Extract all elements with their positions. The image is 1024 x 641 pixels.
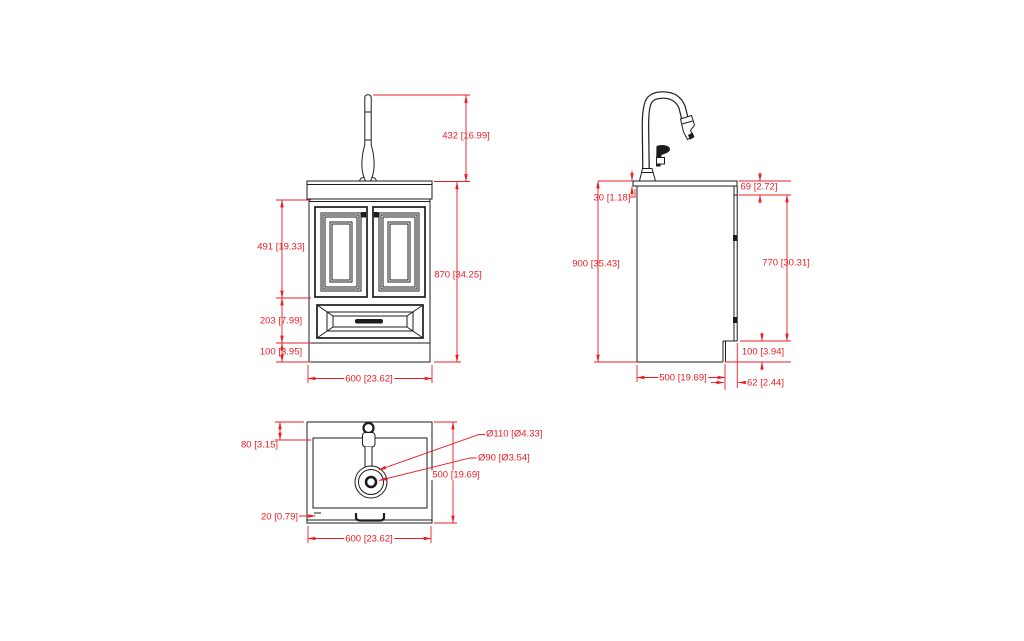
dim-top-hole-outer: Ø110 [Ø4.33]: [486, 428, 543, 440]
front-view-drawing: [306, 94, 433, 363]
dim-front-faucet-height: 432 [16.99]: [442, 130, 490, 142]
dim-front-drawer-height: 203 [7.99]: [259, 315, 303, 327]
drawer-handle: [355, 319, 383, 324]
faucet-side: [638, 91, 696, 182]
side-view-drawing: [632, 91, 738, 363]
drain: [364, 475, 378, 489]
dim-side-toe-kick-depth: 62 [2.44]: [747, 376, 784, 388]
top-view-drawing: [306, 421, 433, 524]
right-door: [372, 206, 426, 298]
dim-side-top-rail: 69 [2.72]: [739, 180, 779, 192]
lower-hinge: [733, 317, 738, 323]
faucet-front: [359, 94, 377, 182]
dim-side-total-height: 900 [35.43]: [572, 258, 620, 270]
drawer: [316, 304, 424, 339]
dim-side-door-height: 770 [30.31]: [762, 257, 810, 269]
dim-top-width: 600 [23.62]: [344, 532, 394, 544]
dim-top-front-gap: 20 [0.79]: [261, 510, 298, 522]
dim-front-door-height: 491 [19.33]: [257, 241, 305, 253]
left-door: [314, 206, 368, 298]
handle-top-view: [354, 513, 386, 522]
dim-top-hole-inner: Ø90 [Ø3.54]: [478, 452, 530, 464]
faucet-hole-inner: [358, 469, 384, 495]
upper-hinge: [733, 235, 738, 241]
dim-side-depth: 500 [19.69]: [658, 371, 708, 383]
dim-side-counter-thickness: 30 [1.18]: [593, 191, 631, 203]
dim-front-width: 600 [23.62]: [344, 372, 394, 384]
right-door-knob: [374, 212, 379, 218]
dim-front-total-height: 870 [34.25]: [434, 269, 482, 281]
dim-front-base-height: 100 [3.95]: [259, 345, 303, 357]
dim-top-back-offset: 80 [3.15]: [241, 438, 278, 450]
faucet-top-view: [354, 421, 388, 499]
left-door-knob: [361, 212, 366, 218]
dim-top-depth: 500 [19.69]: [431, 469, 481, 481]
dim-side-toe-kick-height: 100 [3.94]: [740, 346, 786, 358]
